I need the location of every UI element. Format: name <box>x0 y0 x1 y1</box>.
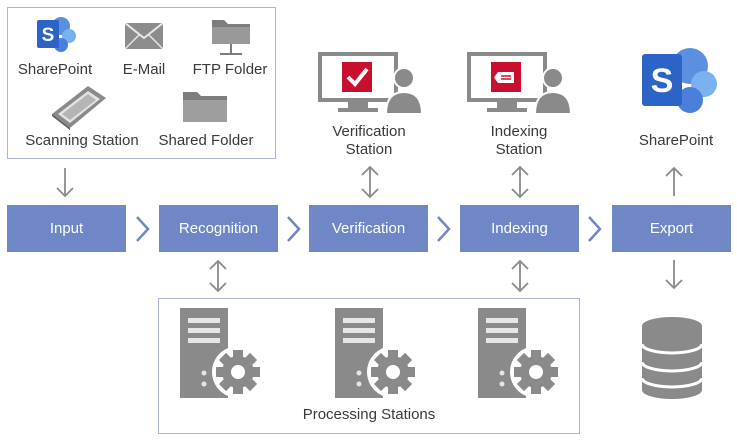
sharepoint-export-icon: S <box>642 48 717 113</box>
chevron-right-icon <box>588 216 602 242</box>
verification-station-label-2: Station <box>345 141 393 158</box>
sharepoint-icon: S <box>37 17 76 52</box>
arrow-down-input <box>56 168 74 198</box>
scanner-icon <box>52 86 106 130</box>
source-sharepoint-label: SharePoint <box>17 61 93 78</box>
stage-verification: Verification <box>309 205 428 252</box>
source-shared-label: Shared Folder <box>158 132 254 149</box>
chevron-right-icon <box>437 216 451 242</box>
arrow-bidirectional-indexing <box>511 165 529 199</box>
server-gear-icon <box>478 308 562 398</box>
indexing-station-label-2: Station <box>495 141 543 158</box>
stage-indexing: Indexing <box>460 205 579 252</box>
export-sharepoint-label: SharePoint <box>638 132 714 149</box>
processing-stations-label: Processing Stations <box>302 406 436 423</box>
arrow-bidirectional-verification <box>361 165 379 199</box>
stage-export: Export <box>612 205 731 252</box>
database-icon <box>640 317 704 399</box>
arrow-bidirectional-indexing-processing <box>511 259 529 293</box>
ftp-folder-icon <box>212 20 250 55</box>
server-gear-icon <box>180 308 264 398</box>
indexing-station-icon <box>467 52 573 115</box>
chevron-right-icon <box>136 216 150 242</box>
svg-text:S: S <box>651 62 674 100</box>
stage-recognition: Recognition <box>159 205 278 252</box>
arrow-down-database <box>665 260 683 290</box>
verification-station-label-1: Verification <box>332 123 406 140</box>
arrow-bidirectional-recognition <box>209 259 227 293</box>
server-gear-icon <box>335 308 419 398</box>
verification-station-icon <box>318 52 424 115</box>
arrow-up-export <box>665 166 683 196</box>
stage-input: Input <box>7 205 126 252</box>
indexing-station-label-1: Indexing <box>490 123 548 140</box>
source-ftp-label: FTP Folder <box>192 61 268 78</box>
source-email-label: E-Mail <box>122 61 166 78</box>
shared-folder-icon <box>183 92 227 122</box>
chevron-right-icon <box>287 216 301 242</box>
svg-text:S: S <box>42 25 55 46</box>
source-scanning-label: Scanning Station <box>25 132 139 149</box>
email-icon <box>124 22 164 50</box>
